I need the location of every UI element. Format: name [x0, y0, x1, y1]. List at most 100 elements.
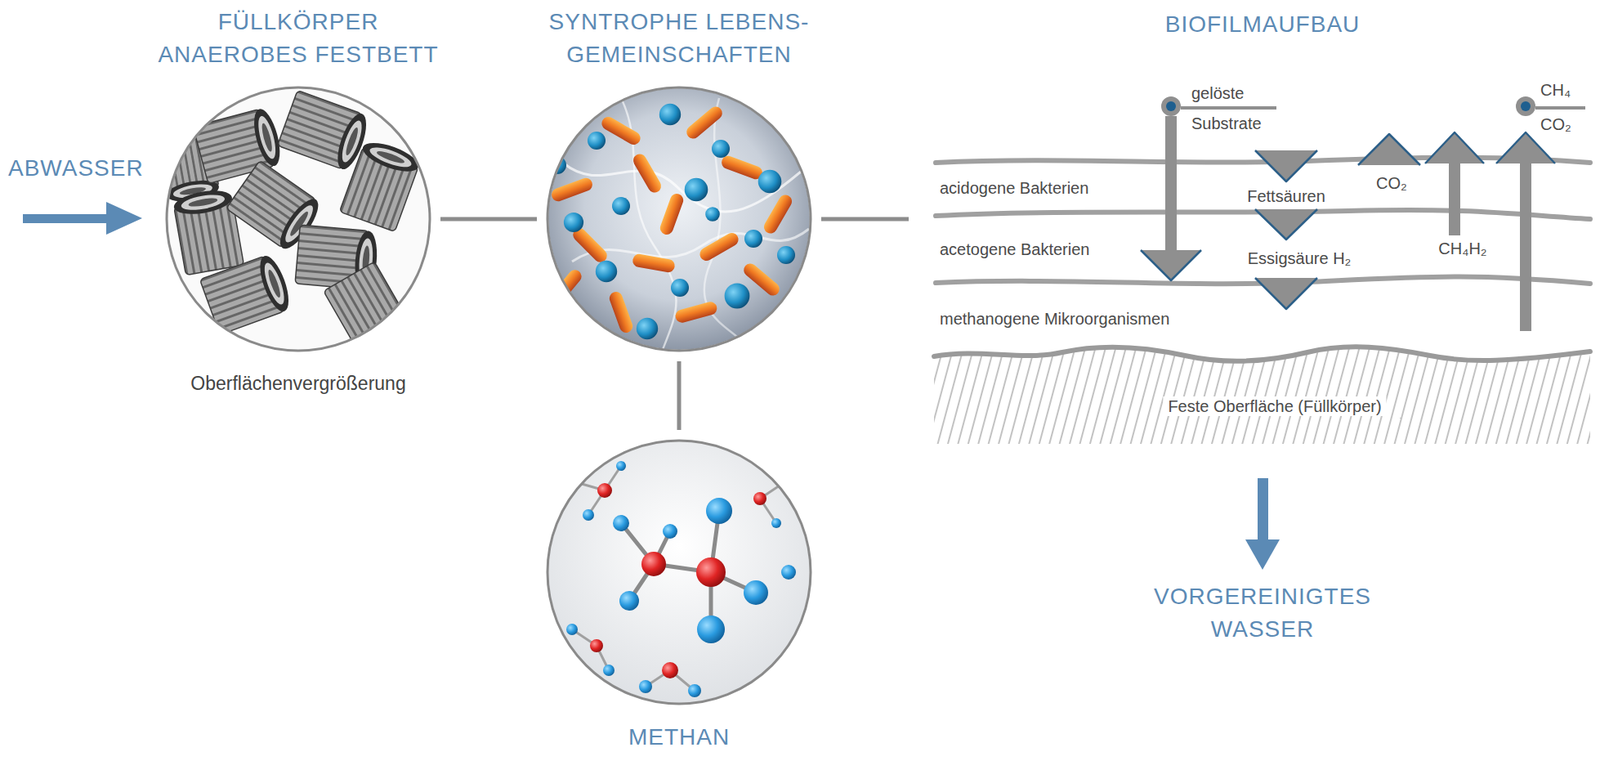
bacteria-illustration [563, 212, 584, 233]
outflow-arrow [1245, 478, 1280, 570]
molecule-illustration [616, 460, 626, 471]
bacteria-illustration [607, 290, 635, 335]
molecule-illustration [753, 491, 767, 506]
substrate-label: Substrate [1191, 113, 1262, 134]
packing-illustration [339, 137, 422, 233]
flow-triangle [1255, 150, 1318, 182]
gas-arrow [1535, 106, 1586, 110]
substrate-arrow [1161, 96, 1181, 117]
layer-label: acetogene Bakterien [939, 239, 1090, 260]
product-label: Essigsäure H₂ [1247, 248, 1352, 269]
product-label: Fettsäuren [1246, 186, 1326, 206]
gas-arrow [1519, 161, 1532, 331]
bacteria-illustration [598, 114, 643, 148]
outflow-arrow [1245, 539, 1280, 570]
flow-triangle [1255, 150, 1318, 182]
circle-outline [546, 86, 812, 352]
molecule-illustration [697, 615, 725, 644]
bacteria-illustration [711, 139, 730, 158]
inflow-arrow [22, 214, 112, 224]
molecule-illustration [662, 523, 678, 539]
gas-arrow [1515, 96, 1536, 117]
bacteria-illustration [546, 88, 810, 352]
flow-triangle [1255, 209, 1318, 240]
molecule-illustration [621, 510, 756, 630]
circle-outline [547, 440, 811, 704]
circle-outline [165, 86, 431, 352]
layer-label: acidogene Bakterien [939, 178, 1089, 198]
bacteria-illustration [683, 103, 725, 142]
substrate-arrow [1166, 101, 1176, 112]
bacteria-illustration [549, 176, 595, 204]
molecule-illustration [597, 482, 613, 498]
methane-circle: METHAN [546, 439, 812, 705]
molecule-illustration [639, 679, 653, 693]
molecule-illustration [548, 441, 810, 703]
node-heading: BIOFILMAUFBAU [1139, 8, 1386, 41]
molecule-illustration [706, 497, 733, 524]
node-caption: Oberflächenvergrößerung [134, 371, 462, 395]
bacteria-illustration [587, 131, 606, 150]
packing-circle: FÜLLKÖRPER ANAEROBES FESTBETTOberflächen… [165, 86, 431, 352]
flow-triangle [1255, 277, 1318, 309]
bacteria-illustration [705, 206, 720, 222]
connector-line [821, 217, 909, 222]
inflow-arrow [106, 201, 143, 235]
bacteria-illustration [777, 245, 796, 264]
molecule-illustration [661, 661, 679, 679]
molecule-illustration [572, 465, 785, 691]
packing-illustration [199, 252, 295, 336]
bacteria-illustration [659, 103, 681, 126]
node-heading: SYNTROPHE LEBENS- GEMEINSCHAFTEN [531, 5, 827, 72]
connector-line [440, 217, 537, 222]
molecule-illustration [603, 664, 615, 676]
surface-label: Feste Oberfläche (Füllkörper) [1162, 396, 1386, 416]
molecule-illustration [778, 476, 791, 488]
gas-arrow [1425, 96, 1586, 331]
bacteria-illustration [674, 300, 719, 325]
bacteria-illustration [697, 230, 741, 264]
gas-arrow [1425, 132, 1484, 164]
flow-triangle [1255, 134, 1421, 309]
substrate-arrow [1140, 250, 1202, 281]
substrate-arrow [1165, 116, 1177, 252]
gas-label: CO₂ [1540, 114, 1572, 135]
gas-arrow [1496, 132, 1556, 164]
circle-outline [547, 87, 811, 351]
node-heading: METHAN [589, 720, 769, 754]
packing-illustration [156, 88, 430, 360]
outflow-label: VORGEREINIGTES WASSER [1139, 580, 1386, 646]
bacteria-illustration [548, 88, 810, 350]
layer-label: methanogene Mikroorganismen [939, 308, 1170, 329]
bacteria-illustration [631, 253, 676, 274]
gas-label: CH₄H₂ [1438, 238, 1487, 259]
molecule-illustration [781, 564, 796, 580]
gas-arrow [1496, 132, 1556, 164]
bacteria-illustration [670, 278, 689, 297]
molecule-illustration [771, 518, 782, 528]
gas-arrow [1425, 132, 1484, 164]
bacteria-illustration [761, 192, 795, 236]
bacteria-illustration [658, 192, 686, 237]
bacteria-illustration [636, 317, 658, 340]
node-heading: FÜLLKÖRPER ANAEROBES FESTBETT [151, 5, 446, 72]
solid-surface-hatch [934, 346, 1591, 444]
substrate-arrow [1180, 106, 1277, 110]
molecule-illustration [641, 551, 666, 577]
molecule-illustration [619, 590, 640, 611]
connector-line [677, 361, 682, 430]
flow-triangle [1358, 134, 1421, 166]
community-circle: SYNTROPHE LEBENS- GEMEINSCHAFTEN [546, 86, 812, 352]
molecule-illustration [589, 639, 604, 653]
bacteria-illustration [595, 260, 617, 282]
bacteria-illustration [684, 178, 709, 202]
bacteria-illustration [724, 283, 751, 309]
molecule-illustration [582, 509, 595, 521]
bacteria-illustration [719, 154, 765, 182]
molecule-illustration [743, 580, 769, 605]
flow-triangle [1358, 134, 1421, 166]
gas-arrow [1520, 101, 1531, 112]
inflow-label: ABWASSER [8, 151, 144, 185]
molecule-illustration [566, 623, 578, 635]
surface-line [934, 346, 1591, 361]
